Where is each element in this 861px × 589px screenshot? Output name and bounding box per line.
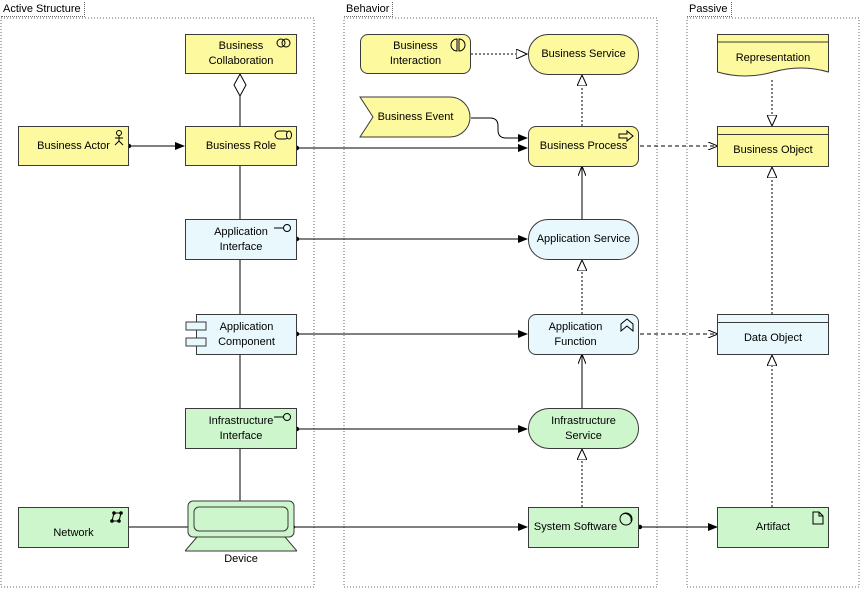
node-label: Business Service [541,48,626,60]
node-label: Network [53,527,94,539]
device-icon [183,500,299,552]
node-label: Business Actor [37,139,110,152]
node-label: Representation [735,52,811,64]
lane-active-border [0,17,315,588]
node-device[interactable] [183,500,299,552]
component-icon [185,320,207,355]
node-business-process[interactable]: Business Process [528,126,639,167]
actor-icon [114,130,124,151]
node-label: Business Interaction [389,40,442,67]
lane-behavior-border [343,17,658,588]
system-software-icon [618,511,634,532]
representation-shape [717,34,829,77]
node-infrastructure-service[interactable]: Infrastructure Service [528,408,639,449]
node-network[interactable]: Network [18,507,129,548]
node-artifact[interactable]: Artifact [717,507,829,548]
device-label: Device [224,553,258,565]
node-label: System Software [533,521,618,533]
node-business-object[interactable]: Business Object [717,126,829,167]
lane-title-behavior: Behavior [344,2,394,17]
role-icon [274,130,292,145]
event-shape [359,96,471,138]
node-label: Infrastructure Service [551,414,616,442]
node-infrastructure-interface[interactable]: Infrastructure Interface [185,408,297,449]
node-label: Infrastructure Interface [208,414,274,442]
node-representation[interactable]: Representation [717,34,829,82]
node-label: Business Role [205,139,277,152]
aggregation-diamond [233,72,247,98]
node-label: Data Object [743,332,803,344]
object-header-line [718,134,828,135]
node-application-service[interactable]: Application Service [528,219,639,260]
node-label: Application Component [218,320,275,348]
process-arrow-icon [618,129,634,147]
interface-icon [274,412,292,427]
function-icon [620,318,634,337]
node-application-interface[interactable]: Application Interface [185,219,297,260]
node-label: Application Function [548,320,603,348]
node-label: Application Interface [214,225,268,253]
node-business-collaboration[interactable]: Business Collaboration [185,34,297,74]
node-business-role[interactable]: Business Role [185,126,297,166]
node-label: Business Process [539,140,628,152]
node-application-component[interactable]: Application Component [185,314,297,355]
node-business-service[interactable]: Business Service [528,34,639,75]
network-icon [110,511,124,528]
node-label: Application Service [536,233,631,245]
node-label: Business Event [377,111,454,123]
lane-title-passive: Passive [687,2,732,17]
node-business-actor[interactable]: Business Actor [18,126,129,166]
collaboration-icon [276,38,292,53]
node-application-function[interactable]: Application Function [528,314,639,355]
node-business-interaction[interactable]: Business Interaction [360,34,471,74]
node-business-event[interactable]: Business Event [359,96,472,138]
lane-title-active: Active Structure [1,2,85,17]
node-label: Business Object [733,144,813,156]
interface-icon [274,223,292,238]
interaction-icon [450,38,466,57]
lane-passive-border [686,17,860,588]
object-header-line [718,322,828,323]
node-label: Business Collaboration [208,40,274,67]
edge-event-process [471,117,528,142]
node-label: Artifact [755,521,791,533]
node-data-object[interactable]: Data Object [717,314,829,355]
artifact-icon [812,511,824,530]
node-system-software[interactable]: System Software [528,507,639,548]
